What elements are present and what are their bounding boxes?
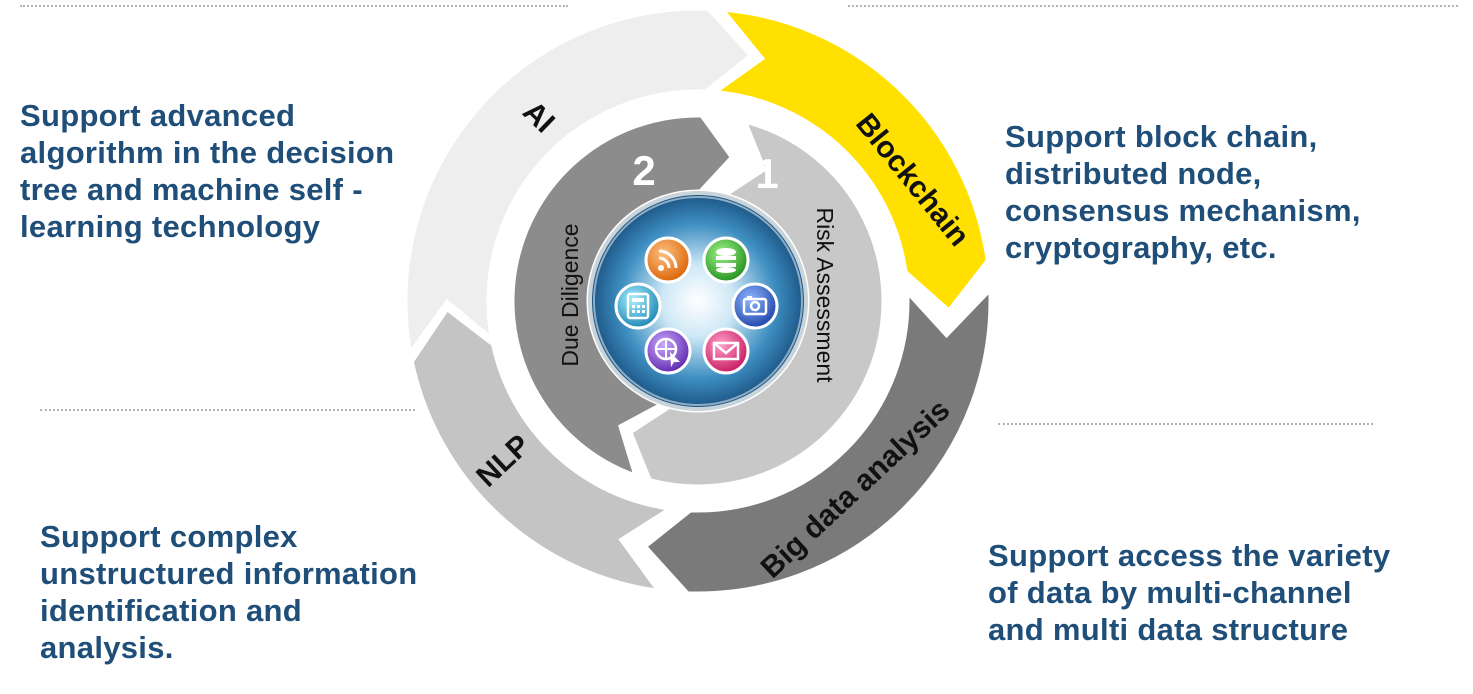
database-icon: [702, 236, 750, 284]
big-data-description: Support access the variety of data by mu…: [988, 538, 1391, 647]
divider-top-right: [848, 5, 1458, 7]
divider-mid-right: [998, 423, 1373, 425]
ai-description: Support advanced algorithm in the decisi…: [20, 98, 395, 244]
mail-icon: [702, 327, 750, 375]
step-1-number: 1: [755, 150, 778, 197]
ai-segment: [404, 7, 753, 356]
risk-assessment-label: Risk Assessment: [812, 207, 838, 383]
due-diligence-label: Due Diligence: [557, 223, 583, 366]
nlp-segment: [410, 307, 674, 593]
globe-cursor-icon: [644, 327, 692, 375]
nlp-description: Support complex unstructured information…: [40, 519, 418, 665]
rss-icon: [644, 236, 692, 284]
calculator-icon: [614, 282, 662, 330]
blockchain-description: Support block chain, distributed node, c…: [1005, 119, 1361, 265]
blockchain-segment: [712, 8, 989, 312]
divider-top-left: [20, 5, 568, 7]
step-2-number: 2: [632, 147, 655, 194]
camera-icon: [731, 282, 779, 330]
center-globe: [588, 191, 808, 411]
big-data-segment: [643, 287, 992, 595]
divider-mid-left: [40, 409, 415, 411]
